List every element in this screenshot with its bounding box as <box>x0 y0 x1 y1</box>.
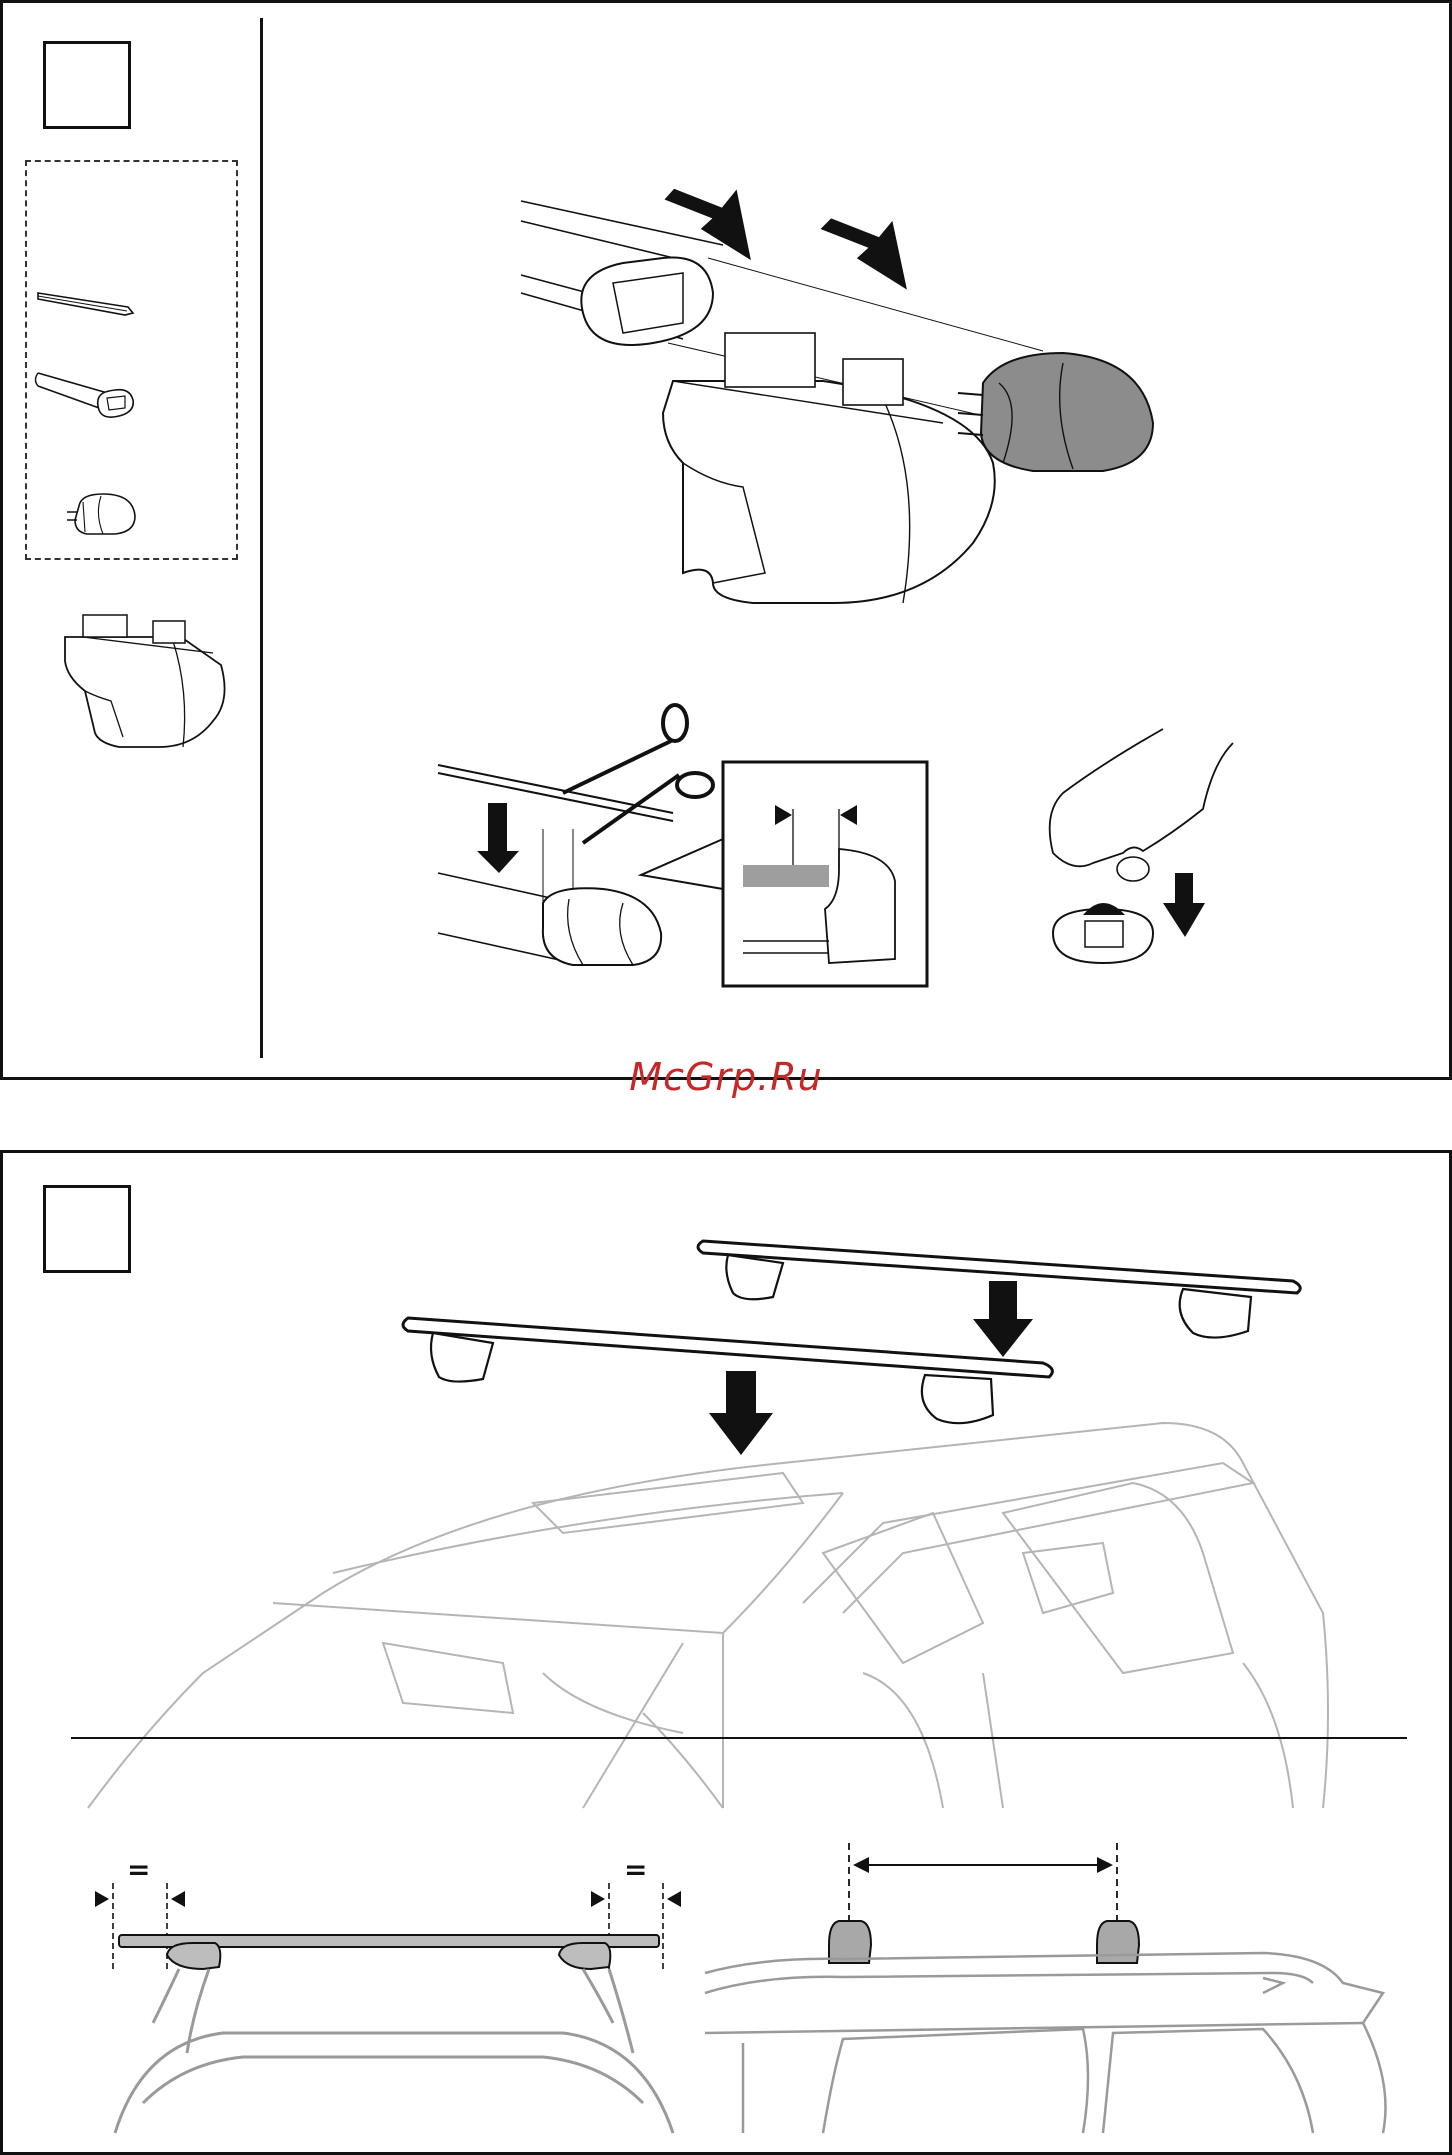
arrow-left-icon <box>171 1891 185 1907</box>
press-strip-illustration <box>1033 723 1253 983</box>
foot-spacing-diagram <box>703 1833 1393 2133</box>
arrow-down-icon <box>973 1281 1033 1357</box>
divider-line <box>260 18 263 1058</box>
strip-gap-detail <box>639 759 929 989</box>
instruction-panel-bottom: = = <box>0 1150 1452 2155</box>
step-number-box <box>43 41 131 129</box>
arrow-right-icon <box>95 1891 109 1907</box>
arrow-left-icon <box>667 1891 681 1907</box>
car-outline <box>88 1423 1328 1808</box>
section-divider <box>71 1737 1407 1739</box>
watermark: McGrp.Ru <box>0 1055 1452 1099</box>
arrow-down-icon <box>1163 873 1205 937</box>
arrow-left-icon <box>658 180 761 260</box>
foot-part <box>53 601 233 761</box>
bar-overhang-diagram <box>83 1843 703 2133</box>
arrow-down-icon <box>709 1371 773 1455</box>
equal-mark-right: = <box>624 1853 647 1886</box>
arrow-down-icon <box>477 803 519 873</box>
arrow-right-icon <box>591 1891 605 1907</box>
cross-bar-part <box>33 368 143 438</box>
mount-bars-illustration <box>83 1193 1413 1813</box>
foot-into-bar-illustration <box>503 163 1203 633</box>
cover-strip-part <box>33 283 143 323</box>
instruction-panel-top <box>0 0 1452 1080</box>
arrow-left-icon <box>814 211 916 289</box>
hand-icon <box>1050 729 1233 866</box>
end-cap-part <box>61 488 141 543</box>
equal-mark-left: = <box>127 1853 150 1886</box>
